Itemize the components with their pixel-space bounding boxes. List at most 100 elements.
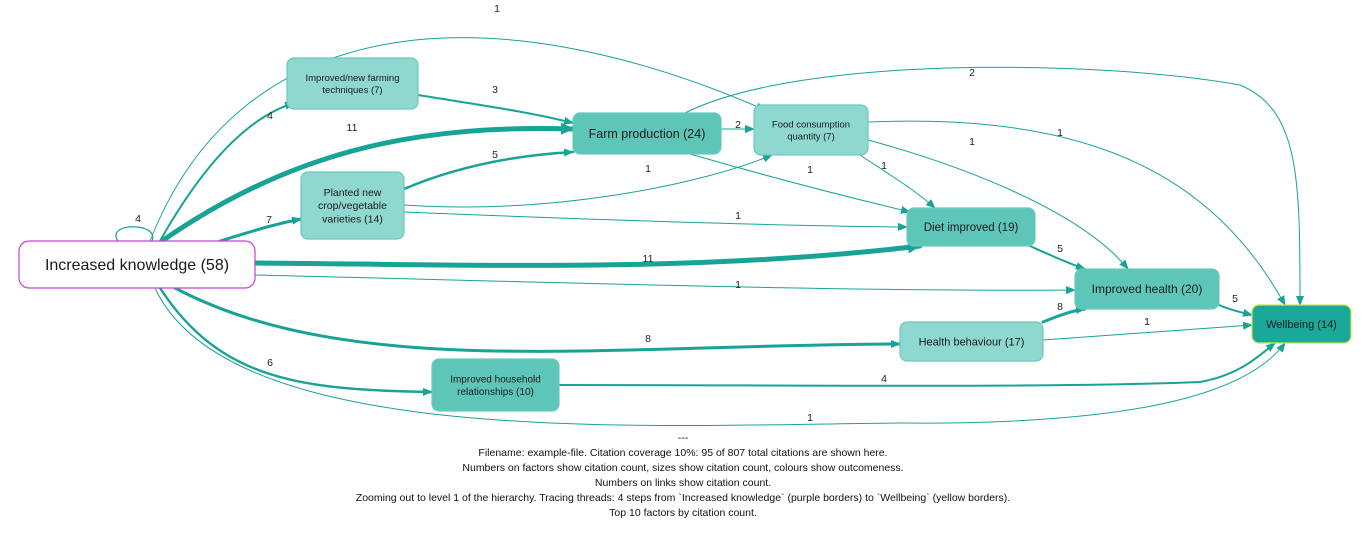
node-label-line-household-1: relationships (10)	[457, 387, 534, 398]
edge-label-knowledge-to-food: 1	[494, 3, 500, 15]
edge-label-knowledge-to-diet: 11	[643, 253, 654, 265]
node-box-health[interactable]	[1074, 268, 1220, 310]
node-behaviour[interactable]: Health behaviour (17)	[899, 321, 1044, 362]
edge-knowledge-to-knowledge	[115, 226, 154, 242]
node-label-line-planted-2: varieties (14)	[322, 213, 383, 225]
node-diet[interactable]: Diet improved (19)	[906, 207, 1036, 247]
node-label-line-knowledge-0: Increased knowledge (58)	[45, 257, 229, 274]
edge-knowledge-to-wellbeing	[154, 287, 1286, 427]
caption-filename-line: Filename: example-file. Citation coverag…	[478, 447, 888, 459]
edge-label-knowledge-to-behaviour: 8	[645, 333, 651, 345]
node-label-behaviour: Health behaviour (17)	[919, 336, 1025, 348]
edge-knowledge-to-diet	[252, 241, 923, 268]
edge-food-to-wellbeing	[867, 120, 1286, 306]
nodes-layer: Increased knowledge (58) Improved/new far…	[18, 57, 1352, 412]
node-label-line-food-1: quantity (7)	[787, 131, 835, 142]
edge-techniques-to-farm	[417, 94, 574, 125]
edge-food-to-diet	[859, 154, 936, 209]
edge-label-behaviour-to-health: 8	[1057, 301, 1063, 313]
edge-knowledge-to-planted	[218, 216, 303, 243]
node-label-line-food-0: Food consumption	[772, 119, 850, 130]
edge-knowledge-to-household	[158, 286, 434, 396]
edge-planted-to-food	[403, 154, 773, 208]
edge-knowledge-to-food	[149, 37, 766, 242]
edge-planted-to-farm	[402, 148, 575, 191]
edge-label-knowledge-to-planted: 7	[266, 214, 272, 226]
node-box-diet[interactable]	[906, 207, 1036, 247]
node-box-knowledge[interactable]	[18, 240, 256, 289]
caption-factors-line: Numbers on factors show citation count, …	[462, 462, 904, 474]
node-label-line-techniques-0: Improved/new farming	[306, 73, 400, 84]
edge-label-knowledge-to-knowledge: 4	[135, 213, 141, 225]
edge-label-food-to-wellbeing: 1	[1057, 127, 1063, 139]
edge-knowledge-to-behaviour	[173, 286, 902, 353]
node-box-wellbeing[interactable]	[1251, 304, 1352, 344]
edge-planted-to-diet	[403, 211, 908, 231]
node-box-behaviour[interactable]	[899, 321, 1044, 362]
node-label-diet: Diet improved (19)	[924, 222, 1019, 234]
node-label-line-health-0: Improved health (20)	[1092, 282, 1203, 296]
edge-label-farm-to-diet: 1	[807, 164, 813, 176]
edge-label-planted-to-food: 1	[645, 163, 651, 175]
node-label-line-techniques-1: techniques (7)	[322, 85, 382, 96]
node-knowledge[interactable]: Increased knowledge (58)	[18, 240, 256, 289]
edges-layer	[115, 37, 1304, 427]
node-label-line-diet-0: Diet improved (19)	[924, 222, 1019, 234]
node-label-line-planted-0: Planted new	[324, 187, 382, 199]
edge-label-knowledge-to-farm: 11	[347, 122, 358, 134]
node-farm[interactable]: Farm production (24)	[572, 112, 722, 155]
edge-label-techniques-to-farm: 3	[492, 84, 498, 96]
edge-health-to-wellbeing	[1218, 304, 1253, 317]
node-box-techniques[interactable]	[286, 57, 419, 110]
edge-food-to-health	[867, 139, 1129, 270]
edge-knowledge-to-farm	[159, 122, 576, 244]
node-label-line-wellbeing-0: Wellbeing (14)	[1266, 319, 1337, 331]
node-label-wellbeing: Wellbeing (14)	[1266, 319, 1337, 331]
node-label-line-planted-1: crop/vegetable	[318, 200, 387, 212]
edge-label-household-to-wellbeing: 4	[881, 373, 887, 385]
node-box-household[interactable]	[431, 358, 560, 412]
edge-label-farm-to-wellbeing: 2	[969, 67, 975, 79]
edge-household-to-wellbeing	[558, 342, 1276, 387]
edge-label-knowledge-to-techniques: 4	[267, 110, 273, 122]
edge-knowledge-to-techniques	[159, 101, 295, 242]
edge-label-knowledge-to-household: 6	[267, 357, 273, 369]
edge-label-knowledge-to-wellbeing: 1	[807, 412, 813, 424]
edge-label-food-to-health: 1	[969, 136, 975, 148]
diagram-caption: --- Filename: example-file. Citation cov…	[0, 431, 1366, 521]
edge-farm-to-wellbeing	[684, 66, 1304, 306]
caption-top-factors-line: Top 10 factors by citation count.	[609, 507, 757, 519]
node-household[interactable]: Improved household relationships (10)	[431, 358, 560, 412]
edge-behaviour-to-health	[1041, 305, 1087, 324]
node-wellbeing[interactable]: Wellbeing (14)	[1251, 304, 1352, 344]
node-label-line-behaviour-0: Health behaviour (17)	[919, 336, 1025, 348]
node-label-line-household-0: Improved household	[450, 374, 541, 385]
node-label-farm: Farm production (24)	[589, 127, 706, 141]
edge-label-food-to-diet: 1	[881, 160, 887, 172]
caption-tracing-line: Zooming out to level 1 of the hierarchy.…	[355, 492, 1011, 504]
node-box-food[interactable]	[753, 104, 869, 156]
edge-diet-to-health	[1029, 245, 1086, 270]
node-label-knowledge: Increased knowledge (58)	[45, 257, 229, 274]
caption-links-line: Numbers on links show citation count.	[594, 477, 772, 489]
edge-label-planted-to-diet: 1	[735, 210, 741, 222]
edge-label-farm-to-food: 2	[735, 119, 741, 131]
node-health[interactable]: Improved health (20)	[1074, 268, 1220, 310]
node-label-household: Improved household relationships (10)	[450, 374, 541, 398]
edge-label-planted-to-farm: 5	[492, 149, 498, 161]
node-box-planted[interactable]	[300, 171, 405, 240]
edge-label-diet-to-health: 5	[1057, 243, 1063, 255]
edge-label-knowledge-to-health: 1	[735, 279, 741, 291]
caption-separator: ---	[677, 432, 689, 444]
node-box-farm[interactable]	[572, 112, 722, 155]
edge-behaviour-to-wellbeing	[1042, 321, 1253, 341]
edge-farm-to-diet	[689, 153, 911, 214]
edge-knowledge-to-health	[254, 274, 1076, 295]
